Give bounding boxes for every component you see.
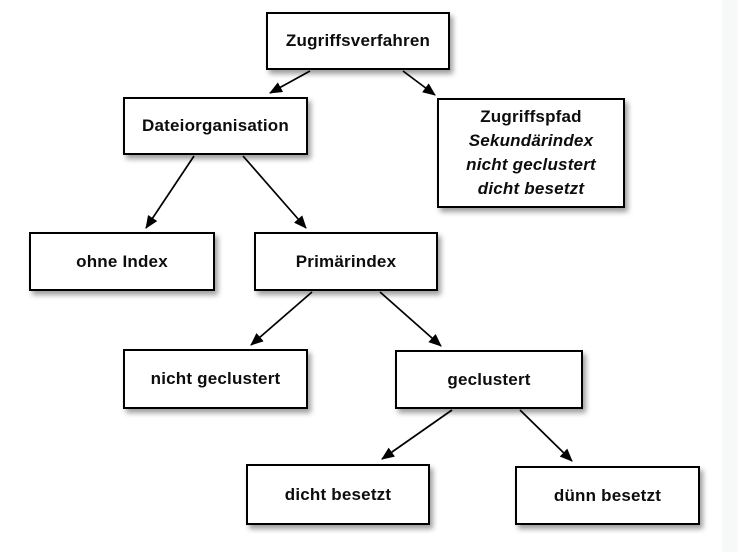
node-ohne-index: ohne Index — [29, 232, 215, 291]
node-duenn-besetzt: dünn besetzt — [515, 466, 700, 525]
node-dateiorganisation: Dateiorganisation — [123, 97, 308, 155]
node-zugriffspfad: Zugriffspfad Sekundärindex nicht geclust… — [437, 98, 625, 208]
node-geclustert: geclustert — [395, 350, 583, 409]
node-dicht-besetzt: dicht besetzt — [246, 464, 430, 525]
edge-dateiorganisation-primaerindex — [242, 155, 307, 229]
node-dateiorganisation-label: Dateiorganisation — [142, 116, 289, 135]
node-duenn-besetzt-label: dünn besetzt — [553, 485, 662, 505]
node-dicht-besetzt-label: dicht besetzt — [284, 484, 392, 504]
edge-geclustert-duenn-besetzt — [519, 409, 573, 462]
node-zugriffspfad-subline-dicht-besetzt: dicht besetzt — [477, 179, 585, 198]
node-primaerindex-label: Primärindex — [295, 251, 397, 271]
edge-geclustert-dicht-besetzt — [381, 409, 453, 460]
node-zugriffsverfahren: Zugriffsverfahren — [266, 12, 450, 70]
node-ohne-index-label: ohne Index — [76, 251, 168, 271]
edge-primaerindex-geclustert — [379, 291, 442, 347]
node-nicht-geclustert: nicht geclustert — [123, 349, 308, 409]
right-edge-gray-band — [722, 0, 739, 552]
node-zugriffsverfahren-label: Zugriffsverfahren — [285, 31, 431, 50]
edge-zugriffsverfahren-dateiorganisation — [269, 70, 311, 94]
node-nicht-geclustert-label: nicht geclustert — [150, 369, 281, 388]
node-zugriffspfad-subline-sekundaerindex: Sekundärindex — [468, 131, 594, 150]
edge-primaerindex-nicht-geclustert — [250, 291, 313, 346]
node-geclustert-label: geclustert — [447, 369, 531, 389]
edge-dateiorganisation-ohne-index — [145, 155, 195, 229]
node-zugriffspfad-subline-nicht-geclustert: nicht geclustert — [466, 155, 596, 174]
node-primaerindex: Primärindex — [254, 232, 438, 291]
node-zugriffspfad-label: Zugriffspfad — [480, 107, 582, 126]
right-edge-highlight — [737, 0, 739, 552]
edge-zugriffsverfahren-zugriffspfad — [402, 70, 436, 96]
